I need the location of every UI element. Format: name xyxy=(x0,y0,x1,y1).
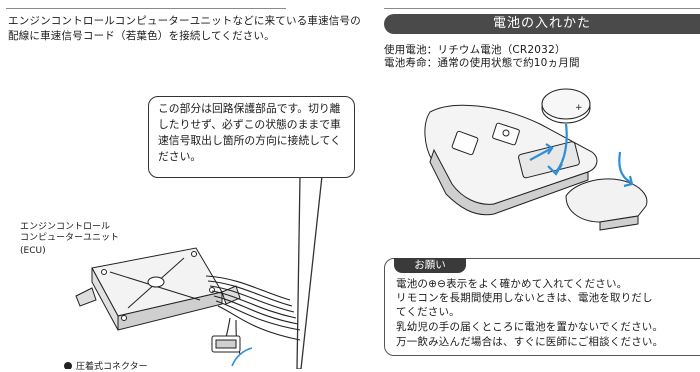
battery-type: 使用電池：リチウム電池（CR2032） xyxy=(384,44,566,56)
notice-title: お願い xyxy=(394,258,466,273)
notice-line: リモコンを長期間使用しないときは、電池を取りだし xyxy=(396,292,653,304)
svg-text:+: + xyxy=(575,103,583,113)
connector-bullet-icon xyxy=(64,362,72,369)
coin-battery-icon: + xyxy=(541,88,591,124)
wire-harness xyxy=(205,275,301,355)
notice-line: てください。 xyxy=(396,306,460,318)
instruction-paragraph: エンジンコントロールコンピューターユニットなどに来ている車速信号の配線に車速信号… xyxy=(8,15,361,42)
callout-pointer xyxy=(296,175,323,369)
ecu-illustration xyxy=(75,247,241,331)
ecu-label-line: エンジンコントロール xyxy=(20,222,111,232)
battery-cover-icon xyxy=(565,178,648,231)
connector-label: 圧着式コネクター xyxy=(76,362,148,372)
left-top-rule xyxy=(6,8,286,9)
callout-note: この部分は回路保護部品です。切り離したりせず、必ずこの状態のままで車速信号取出し… xyxy=(148,96,355,178)
crimp-connector xyxy=(211,335,241,353)
notice-line: 電池の⊕⊖表示をよく確かめて入れてください。 xyxy=(396,278,628,290)
insert-arrow-icon xyxy=(529,123,634,188)
right-top-rule xyxy=(384,8,700,9)
battery-life: 電池寿命：通常の使用状態で約10ヵ月間 xyxy=(384,57,580,69)
section-title: 電池の入れかた xyxy=(384,14,700,34)
ecu-label-line: (ECU) xyxy=(20,246,46,256)
notice-box xyxy=(384,258,700,356)
ecu-label-line: コンピューターユニット xyxy=(20,233,120,243)
notice-line: 万一飲み込んだ場合は、すぐに医師にご相談ください。 xyxy=(396,336,664,348)
notice-line: 乳幼児の手の届くところに電池を置かないでください。 xyxy=(396,321,664,333)
signal-wire-highlight xyxy=(231,347,253,367)
